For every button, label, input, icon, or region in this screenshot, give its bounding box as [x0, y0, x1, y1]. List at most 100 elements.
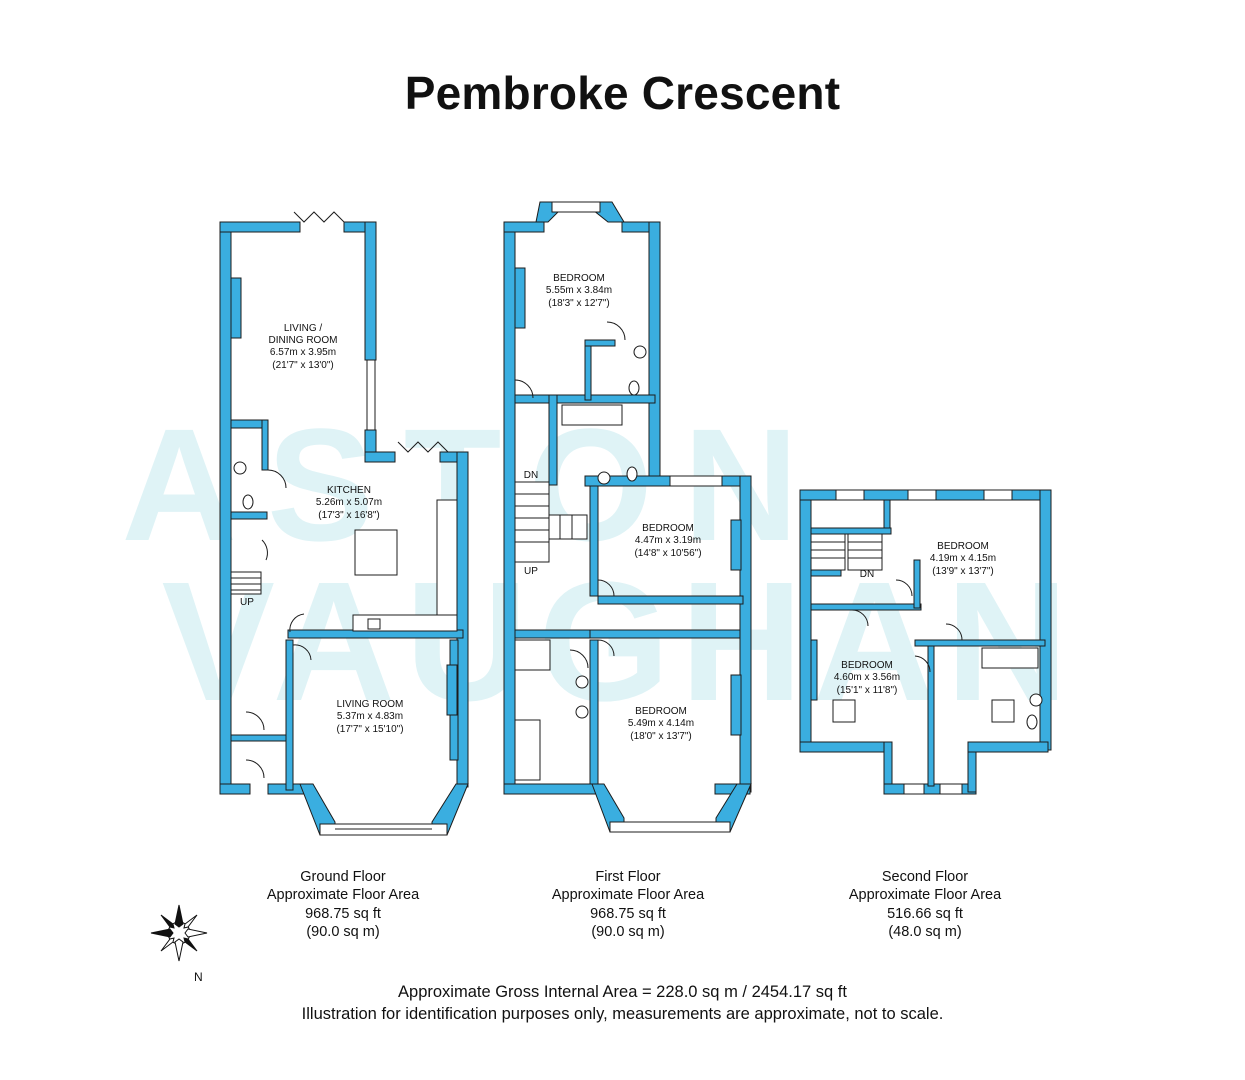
- wall: [219, 783, 251, 795]
- wall: [364, 221, 377, 361]
- wall: [503, 221, 516, 793]
- floor-name: Second Floor: [881, 869, 969, 885]
- wall: [261, 419, 269, 471]
- window: [903, 783, 925, 795]
- wall: [456, 451, 469, 788]
- floor-area-sqft: 968.75 sq ft: [305, 905, 381, 922]
- room-dimensions: 5.49m x 4.14m: [628, 718, 694, 729]
- room-name: BEDROOM: [553, 273, 605, 284]
- window: [669, 475, 723, 487]
- wall: [810, 527, 892, 535]
- wall: [219, 221, 301, 233]
- basin: [597, 471, 611, 485]
- room-dimensions-imperial: (14'8" x 10'56"): [634, 548, 701, 559]
- door-swing: [895, 579, 913, 597]
- wall: [799, 489, 837, 501]
- door-swing: [569, 649, 589, 669]
- room-name: LIVING ROOM: [337, 699, 404, 710]
- room-dimensions-imperial: (13'9" x 13'7"): [932, 566, 994, 577]
- toilet: [628, 380, 640, 396]
- window: [835, 489, 865, 501]
- stair-label: UP: [240, 597, 254, 608]
- door-swing: [289, 613, 305, 633]
- wall: [584, 339, 592, 401]
- bay-window: [609, 821, 731, 833]
- second-floor-caption: Second Floor Approximate Floor Area 516.…: [795, 868, 1055, 942]
- floor-area-sqft: 516.66 sq ft: [887, 905, 963, 922]
- wall: [927, 645, 935, 787]
- door-swing: [851, 609, 869, 627]
- toilet: [242, 494, 254, 510]
- wall: [597, 595, 744, 605]
- door-swing: [245, 711, 265, 731]
- stairs: [230, 571, 262, 595]
- ground-floor-room-labels: LIVING / DINING ROOM 6.57m x 3.95m (21'7…: [240, 323, 403, 735]
- room-dimensions-imperial: (18'0" x 13'7"): [630, 731, 692, 742]
- stair-label-up: UP: [524, 566, 538, 577]
- room-dimensions-imperial: (21'7" x 13'0"): [272, 360, 334, 371]
- second-floor-room-labels: BEDROOM 4.19m x 4.15m (13'9" x 13'7") BE…: [834, 541, 996, 696]
- kitchen-island: [354, 529, 398, 576]
- basin: [233, 461, 247, 475]
- wall: [230, 277, 242, 339]
- wall: [514, 267, 526, 329]
- floor-area-sqm: (90.0 sq m): [591, 924, 665, 941]
- stair-label-down: DN: [524, 470, 538, 481]
- bath: [981, 647, 1039, 669]
- bifold-door: [397, 441, 449, 453]
- stairs: [810, 533, 883, 571]
- skylight: [991, 699, 1015, 723]
- window: [939, 783, 963, 795]
- door-swing: [606, 321, 626, 341]
- stairs: [514, 481, 588, 563]
- wall: [730, 519, 742, 571]
- room-dimensions: 4.47m x 3.19m: [635, 535, 701, 546]
- shower: [514, 639, 551, 671]
- window: [366, 359, 376, 431]
- kitchen-counter: [436, 499, 458, 631]
- wall: [935, 489, 985, 501]
- toilet: [626, 466, 638, 482]
- bay-window: [592, 201, 625, 223]
- wall: [914, 639, 1046, 647]
- page-title: Pembroke Crescent: [404, 67, 841, 119]
- floor-name: Ground Floor: [300, 869, 386, 885]
- wall: [503, 221, 545, 233]
- wall: [883, 783, 905, 795]
- basin: [575, 675, 589, 689]
- wall: [810, 569, 842, 577]
- bath: [561, 404, 623, 426]
- room-name: DINING ROOM: [269, 335, 338, 346]
- door-swing: [292, 644, 312, 661]
- door-swing: [267, 469, 287, 489]
- floor-name: First Floor: [595, 869, 661, 885]
- door-swing: [261, 539, 268, 561]
- floor-area-sqft: 968.75 sq ft: [590, 905, 666, 922]
- compass-north-label: N: [194, 970, 203, 984]
- floor-area-sqm: (90.0 sq m): [306, 924, 380, 941]
- wall: [739, 475, 752, 793]
- disclaimer-footer: Illustration for identification purposes…: [301, 1005, 944, 1023]
- wall: [730, 674, 742, 736]
- door-swing: [597, 639, 615, 657]
- wall: [584, 339, 616, 347]
- wall: [648, 221, 661, 483]
- wall: [799, 741, 893, 753]
- wall: [589, 639, 599, 785]
- room-name: BEDROOM: [937, 541, 989, 552]
- wall: [230, 734, 287, 742]
- wall: [863, 489, 909, 501]
- first-floor-plan: [503, 201, 752, 833]
- bath: [514, 719, 541, 781]
- wall: [446, 664, 458, 716]
- first-floor-room-labels: BEDROOM 5.55m x 3.84m (18'3" x 12'7") BE…: [524, 273, 702, 742]
- room-dimensions-imperial: (17'3" x 16'8"): [318, 510, 380, 521]
- ground-floor-caption: Ground Floor Approximate Floor Area 968.…: [213, 868, 473, 942]
- bay-window: [551, 201, 601, 213]
- wall: [285, 639, 294, 791]
- toilet: [1026, 714, 1038, 730]
- stair-label: DN: [860, 569, 874, 580]
- room-name: BEDROOM: [841, 660, 893, 671]
- wall: [364, 451, 396, 463]
